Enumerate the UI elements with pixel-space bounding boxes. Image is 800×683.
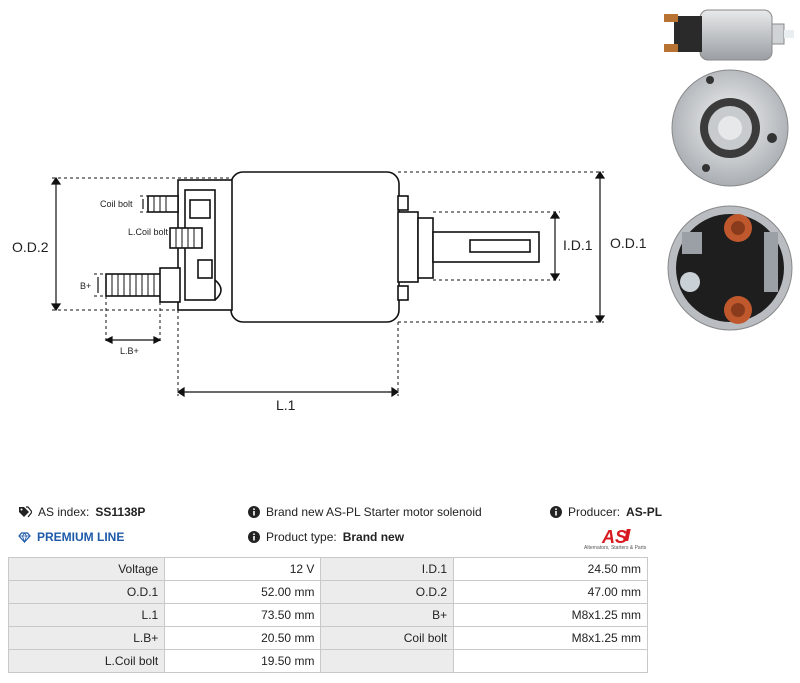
- product-photos: [664, 9, 794, 331]
- tags-icon: [19, 506, 32, 518]
- od2-label: O.D.2: [12, 239, 49, 255]
- spec-label: Voltage: [7, 557, 166, 581]
- spec-value: 47.00 mm: [453, 580, 648, 604]
- as-index: AS index: SS1138P: [18, 505, 145, 519]
- spec-value: M8x1.25 mm: [453, 626, 648, 650]
- description: Brand new AS-PL Starter motor solenoid: [248, 505, 482, 519]
- spec-value: M8x1.25 mm: [453, 603, 648, 627]
- spec-label: O.D.2: [320, 580, 455, 604]
- table-row: O.D.1 52.00 mm O.D.2 47.00 mm: [7, 580, 648, 604]
- table-row: L.1 73.50 mm B+ M8x1.25 mm: [7, 603, 648, 627]
- producer-label: Producer:: [568, 505, 621, 519]
- logo-subtext: Alternators, Starters & Parts: [584, 545, 647, 551]
- l-b-plus-label: L.B+: [120, 346, 139, 356]
- id1-label: I.D.1: [563, 237, 593, 253]
- product-type-value: Brand new: [342, 530, 405, 544]
- solenoid-technical-drawing: O.D.2 O.D.1 I.D.1 L.1 Coil bolt L.Coil b…: [12, 170, 647, 413]
- solenoid-rear-photo: [671, 69, 789, 187]
- info-icon: [248, 506, 260, 518]
- spec-value: 20.50 mm: [164, 626, 322, 650]
- table-row: L.B+ 20.50 mm Coil bolt M8x1.25 mm: [7, 626, 648, 650]
- product-type-label: Product type:: [266, 530, 337, 544]
- od1-label: O.D.1: [610, 235, 647, 251]
- as-pl-logo: AS: [601, 527, 631, 547]
- spec-label: [320, 649, 455, 673]
- premium-line-text: PREMIUM LINE: [37, 530, 125, 544]
- info-icon: [248, 531, 260, 543]
- l1-label: L.1: [276, 397, 296, 413]
- spec-value: 24.50 mm: [453, 557, 648, 581]
- l-coil-bolt-label: L.Coil bolt: [128, 227, 169, 237]
- spec-value: [453, 649, 648, 673]
- spec-label: O.D.1: [7, 580, 166, 604]
- product-type: Product type: Brand new: [248, 530, 404, 544]
- producer: Producer: AS-PL: [550, 505, 662, 519]
- solenoid-side-photo: [664, 9, 794, 61]
- spec-label: L.B+: [7, 626, 166, 650]
- producer-value: AS-PL: [626, 505, 663, 519]
- b-plus-label: B+: [80, 281, 91, 291]
- spec-label: Coil bolt: [320, 626, 455, 650]
- info-icon: [550, 506, 562, 518]
- spec-value: 52.00 mm: [164, 580, 322, 604]
- spec-value: 12 V: [164, 557, 322, 581]
- solenoid-front-photo: [667, 205, 793, 331]
- coil-bolt-label: Coil bolt: [100, 199, 133, 209]
- logo-text: AS: [601, 527, 627, 547]
- spec-label: L.1: [7, 603, 166, 627]
- spec-label: I.D.1: [320, 557, 455, 581]
- table-row: Voltage 12 V I.D.1 24.50 mm: [7, 557, 648, 581]
- as-index-label: AS index:: [38, 505, 90, 519]
- spec-value: 19.50 mm: [164, 649, 322, 673]
- spec-label: B+: [320, 603, 455, 627]
- table-row: L.Coil bolt 19.50 mm: [7, 649, 648, 673]
- premium-line: PREMIUM LINE: [18, 530, 124, 544]
- spec-label: L.Coil bolt: [7, 649, 166, 673]
- specs-table: Voltage 12 V I.D.1 24.50 mm O.D.1 52.00 …: [7, 557, 648, 673]
- description-text: Brand new AS-PL Starter motor solenoid: [266, 505, 482, 519]
- diamond-icon: [18, 531, 31, 543]
- spec-value: 73.50 mm: [164, 603, 322, 627]
- as-index-value: SS1138P: [95, 505, 146, 519]
